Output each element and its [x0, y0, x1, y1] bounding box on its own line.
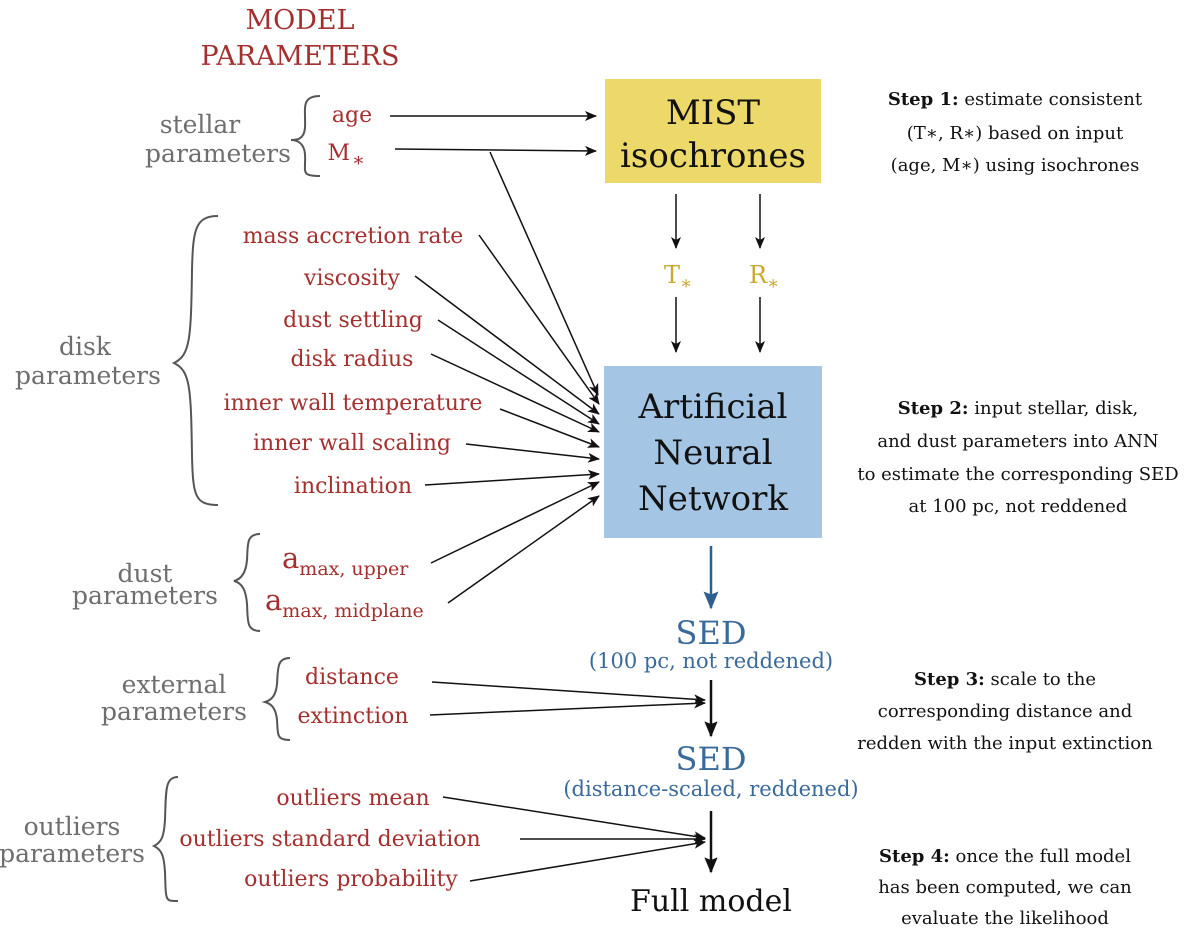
- step-1-line-2: (T∗, R∗) based on input: [907, 123, 1124, 144]
- title-line-2: PARAMETERS: [201, 41, 400, 72]
- title-line-1: MODEL: [245, 5, 354, 36]
- param-age: age: [332, 103, 372, 128]
- sed2-label: SED: [676, 740, 747, 778]
- viscosity-to-ann-arrow: [414, 275, 600, 415]
- param-outliers-std-dev: outliers standard deviation: [179, 827, 480, 852]
- ann-box: [604, 366, 822, 538]
- step-3-text: Step 3: scale to the corresponding dista…: [857, 669, 1153, 754]
- disk-group-label-1: disk: [59, 332, 112, 361]
- step-3-line-1: Step 3: scale to the: [914, 669, 1096, 690]
- mist-box-label-2: isochrones: [620, 136, 806, 176]
- outliers-prob-arrow: [469, 838, 706, 882]
- ann-box-label-2: Neural: [653, 433, 772, 473]
- step-4-line-2: has been computed, we can: [878, 877, 1132, 898]
- param-disk-radius: disk radius: [291, 347, 414, 372]
- param-inner-wall-temperature: inner wall temperature: [224, 391, 483, 416]
- distance-to-sed-arrow: [431, 681, 706, 705]
- mist-isochrones-box: [605, 79, 821, 183]
- step-3-line-2: corresponding distance and: [878, 701, 1132, 722]
- param-inner-wall-scaling: inner wall scaling: [253, 431, 451, 456]
- mass-to-ann-arrow: [489, 151, 599, 396]
- step-2-line-3: to estimate the corresponding SED: [857, 464, 1178, 485]
- outliers-group-label-2: parameters: [0, 839, 145, 868]
- sed1-label: SED: [676, 614, 747, 652]
- sed1-sublabel: (100 pc, not reddened): [589, 649, 833, 673]
- external-group-label-1: external: [122, 670, 227, 699]
- param-stellar-mass-subscript: ∗: [352, 149, 365, 171]
- wall-temp-to-ann-arrow: [499, 408, 600, 448]
- param-dust-settling: dust settling: [283, 308, 423, 333]
- mass-to-mist-arrow: [394, 145, 597, 156]
- outliers-mean-arrow: [442, 796, 706, 842]
- inclination-to-ann-arrow: [424, 469, 600, 486]
- settling-to-ann-arrow: [437, 319, 600, 425]
- param-extinction: extinction: [297, 704, 408, 729]
- mist-box-label-1: MIST: [666, 93, 761, 133]
- stellar-brace: [290, 95, 321, 177]
- wall-scaling-to-ann-arrow: [465, 443, 600, 463]
- param-amax-upper: amax, upper: [282, 541, 409, 580]
- ann-box-label-3: Network: [638, 479, 788, 519]
- external-group-label-2: parameters: [101, 697, 247, 726]
- step-3-line-3: redden with the input extinction: [857, 733, 1153, 754]
- ann-box-label-1: Artificial: [637, 387, 787, 427]
- param-viscosity: viscosity: [303, 266, 400, 291]
- amax-upper-to-ann-arrow: [430, 481, 600, 564]
- param-stellar-mass: M: [327, 141, 350, 166]
- step-4-line-1: Step 4: once the full model: [879, 846, 1131, 867]
- step-2-line-4: at 100 pc, not reddened: [909, 496, 1128, 517]
- stellar-group-label-2: parameters: [145, 139, 291, 168]
- disk-brace: [171, 215, 219, 506]
- param-mass-accretion-rate: mass accretion rate: [243, 224, 464, 249]
- param-outliers-mean: outliers mean: [276, 786, 429, 811]
- r-star-label: R∗: [749, 261, 779, 294]
- step-1-line-3: (age, M∗) using isochrones: [891, 155, 1140, 176]
- dust-group-label-2: parameters: [72, 581, 218, 610]
- amax-midplane-to-ann-arrow: [447, 495, 600, 604]
- param-amax-midplane: amax, midplane: [265, 583, 424, 622]
- outliers-brace: [151, 776, 179, 903]
- sed2-sublabel: (distance-scaled, reddened): [563, 777, 858, 801]
- param-inclination: inclination: [294, 474, 412, 499]
- param-distance: distance: [305, 665, 399, 690]
- radius-to-ann-arrow: [430, 353, 600, 433]
- extinction-to-sed-arrow: [429, 698, 706, 716]
- step-2-text: Step 2: input stellar, disk, and dust pa…: [857, 398, 1178, 517]
- step-2-line-1: Step 2: input stellar, disk,: [898, 398, 1139, 419]
- full-model-label: Full model: [630, 884, 792, 919]
- external-brace: [261, 657, 291, 741]
- step-1-line-1: Step 1: estimate consistent: [888, 89, 1143, 110]
- step-4-line-3: evaluate the likelihood: [901, 908, 1109, 929]
- stellar-group-label-1: stellar: [160, 110, 241, 139]
- dust-group-label-1: dust: [118, 559, 173, 588]
- t-star-label: T∗: [664, 261, 692, 294]
- step-2-line-2: and dust parameters into ANN: [877, 431, 1158, 452]
- disk-group-label-2: parameters: [15, 361, 161, 390]
- step-4-text: Step 4: once the full model has been com…: [878, 846, 1132, 929]
- accretion-to-ann-arrow: [478, 234, 600, 405]
- dust-brace: [233, 533, 261, 632]
- outliers-group-label-1: outliers: [24, 812, 121, 841]
- step-1-text: Step 1: estimate consistent (T∗, R∗) bas…: [888, 89, 1143, 176]
- param-outliers-probability: outliers probability: [244, 867, 458, 892]
